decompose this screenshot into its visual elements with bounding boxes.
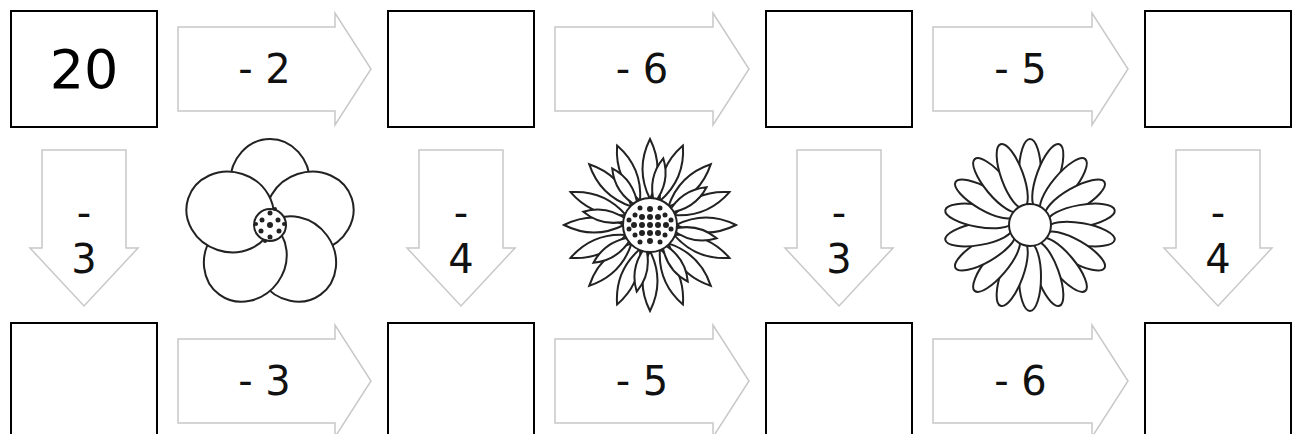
block-arrow	[933, 325, 1128, 434]
block-arrow	[407, 150, 515, 306]
operation-label: - 5	[994, 46, 1047, 92]
operation-label: - 4	[1198, 190, 1238, 282]
number-box	[1144, 10, 1292, 128]
block-arrow	[785, 150, 893, 306]
block-arrow	[30, 150, 138, 306]
operation-label: - 4	[441, 190, 481, 282]
operation-label: - 3	[238, 358, 291, 404]
number-box: 20	[10, 10, 158, 128]
number-box	[765, 322, 913, 434]
operation-label: - 3	[819, 190, 859, 282]
operation-label: - 5	[616, 358, 669, 404]
number-box	[387, 10, 535, 128]
operation-label: - 6	[616, 46, 669, 92]
start-number: 20	[50, 38, 119, 101]
block-arrow	[555, 13, 749, 125]
block-arrow	[555, 325, 749, 434]
poppy-flower	[176, 139, 364, 318]
operation-label: - 6	[994, 358, 1047, 404]
number-box	[387, 322, 535, 434]
number-box	[765, 10, 913, 128]
operation-label: - 2	[238, 46, 291, 92]
daisy-flower	[943, 139, 1116, 311]
block-arrow	[178, 325, 371, 434]
block-arrow	[178, 13, 371, 125]
block-arrow	[1164, 150, 1272, 306]
operation-label: - 3	[64, 190, 104, 282]
number-box	[10, 322, 158, 434]
block-arrow	[933, 13, 1128, 125]
sunflower	[564, 139, 736, 311]
number-box	[1144, 322, 1292, 434]
